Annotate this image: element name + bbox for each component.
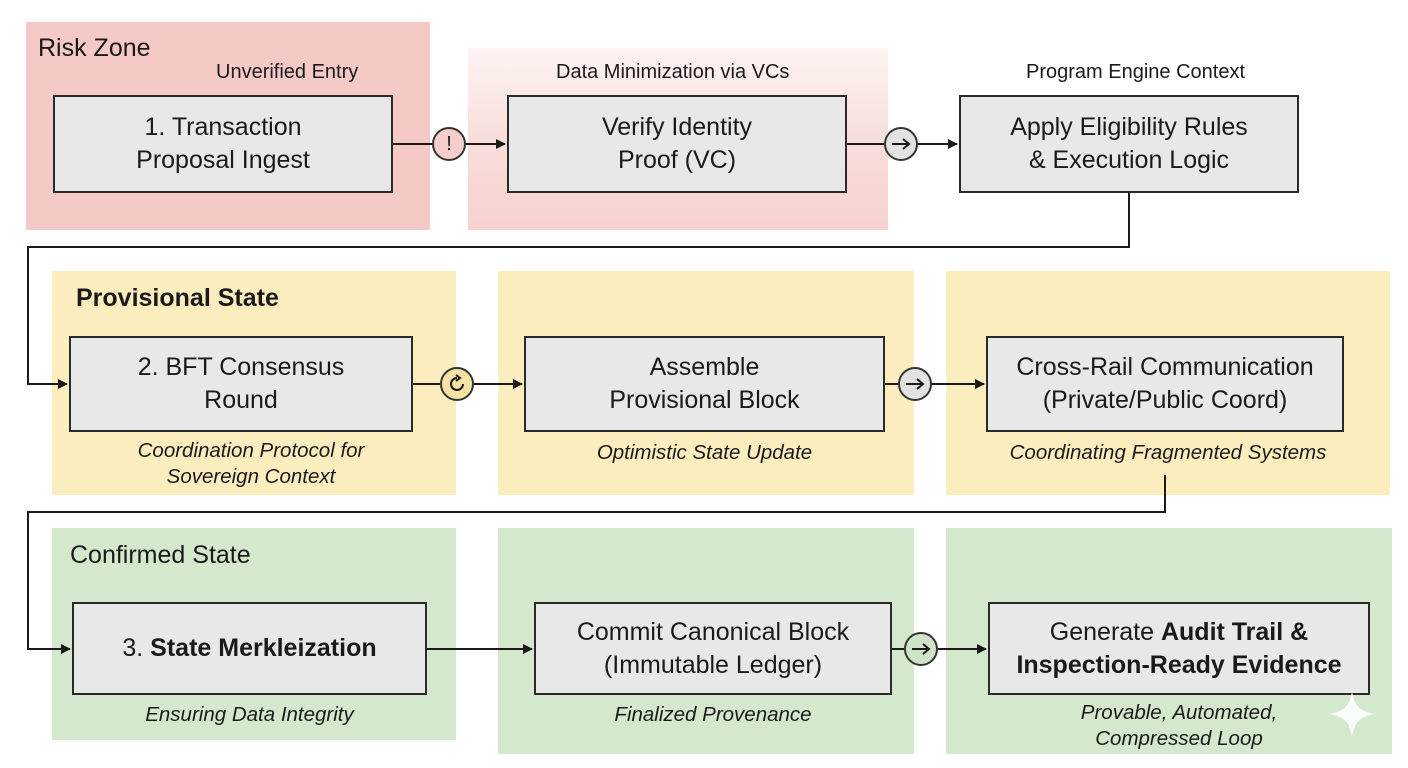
consensus-note: Coordination Protocol for Sovereign Cont… (69, 438, 433, 490)
commit-canonical-block-box: Commit Canonical Block (Immutable Ledger… (534, 602, 892, 695)
audit-note: Provable, Automated, Compressed Loop (988, 700, 1370, 752)
box-line: Verify Identity (601, 113, 753, 141)
sparkle-icon (1328, 690, 1376, 738)
note-line: Compressed Loop (1095, 727, 1263, 750)
box-line: Inspection-Ready Evidence (1016, 649, 1341, 682)
assemble-note: Optimistic State Update (596, 441, 813, 464)
audit-trail-box: Generate Audit Trail & Inspection-Ready … (988, 602, 1370, 695)
arrow-rules-to-consensus (27, 193, 1130, 389)
bft-consensus-round-box: 2. BFT Consensus Round (69, 336, 413, 432)
box-line: Apply Eligibility Rules (1010, 113, 1248, 141)
box-line: (Private/Public Coord) (1042, 386, 1288, 414)
confirmed-zone-title: Confirmed State (70, 541, 251, 569)
verify-identity-proof-box: Verify Identity Proof (VC) (507, 95, 847, 193)
arrow-glyph (892, 138, 911, 150)
risk-zone-title: Risk Zone (38, 34, 151, 62)
box-line: Proof (VC) (617, 146, 737, 174)
data-minimization-label: Data Minimization via VCs (556, 61, 790, 83)
commit-note: Finalized Provenance (614, 703, 812, 726)
exclamation-icon: ! (432, 127, 466, 161)
box-line: & Execution Logic (1028, 146, 1230, 174)
warning-glyph: ! (446, 132, 452, 155)
box-line: (Immutable Ledger) (603, 650, 823, 679)
right-arrow-icon (898, 367, 932, 401)
unverified-entry-label: Unverified Entry (216, 61, 359, 83)
box-line: Assemble (649, 353, 760, 381)
box-plain-text: Generate (1049, 617, 1161, 646)
arrow-glyph (906, 378, 925, 390)
box-line: 2. BFT Consensus (137, 353, 345, 381)
arrow-crossrail-to-merkle (27, 475, 1166, 654)
box-bold-text: Audit Trail & (1160, 617, 1309, 646)
box-line: Cross-Rail Communication (1016, 353, 1314, 381)
box-line: Provisional Block (609, 386, 800, 414)
box-line: 3. State Merkleization (122, 632, 376, 665)
right-arrow-icon (884, 127, 918, 161)
box-prefix: 3. (122, 634, 151, 662)
box-bold-text: State Merkleization (150, 634, 377, 662)
box-bold-text: Inspection-Ready Evidence (1016, 650, 1342, 679)
note-line: Sovereign Context (166, 465, 336, 488)
box-line: 1. Transaction (144, 113, 302, 141)
eligibility-rules-box: Apply Eligibility Rules & Execution Logi… (959, 95, 1299, 193)
box-line: Commit Canonical Block (576, 617, 850, 646)
box-line: Generate Audit Trail & (1050, 616, 1308, 649)
cross-rail-communication-box: Cross-Rail Communication (Private/Public… (986, 336, 1344, 432)
box-line: Proposal Ingest (136, 146, 310, 174)
provisional-zone-title: Provisional State (76, 284, 279, 312)
note-line: Provable, Automated, (1080, 701, 1278, 724)
state-merkleization-box: 3. State Merkleization (72, 602, 427, 695)
arrow-glyph (912, 643, 931, 655)
note-line: Coordination Protocol for (137, 439, 365, 462)
box-line: Round (204, 386, 278, 414)
program-engine-label: Program Engine Context (1026, 61, 1246, 83)
cycle-glyph (450, 374, 464, 391)
transaction-proposal-ingest-box: 1. Transaction Proposal Ingest (53, 95, 393, 193)
cycle-arrow-icon (440, 367, 474, 401)
right-arrow-icon (904, 632, 938, 666)
merkle-note: Ensuring Data Integrity (145, 703, 354, 726)
assemble-provisional-block-box: Assemble Provisional Block (524, 336, 885, 432)
crossrail-note: Coordinating Fragmented Systems (1009, 441, 1327, 464)
